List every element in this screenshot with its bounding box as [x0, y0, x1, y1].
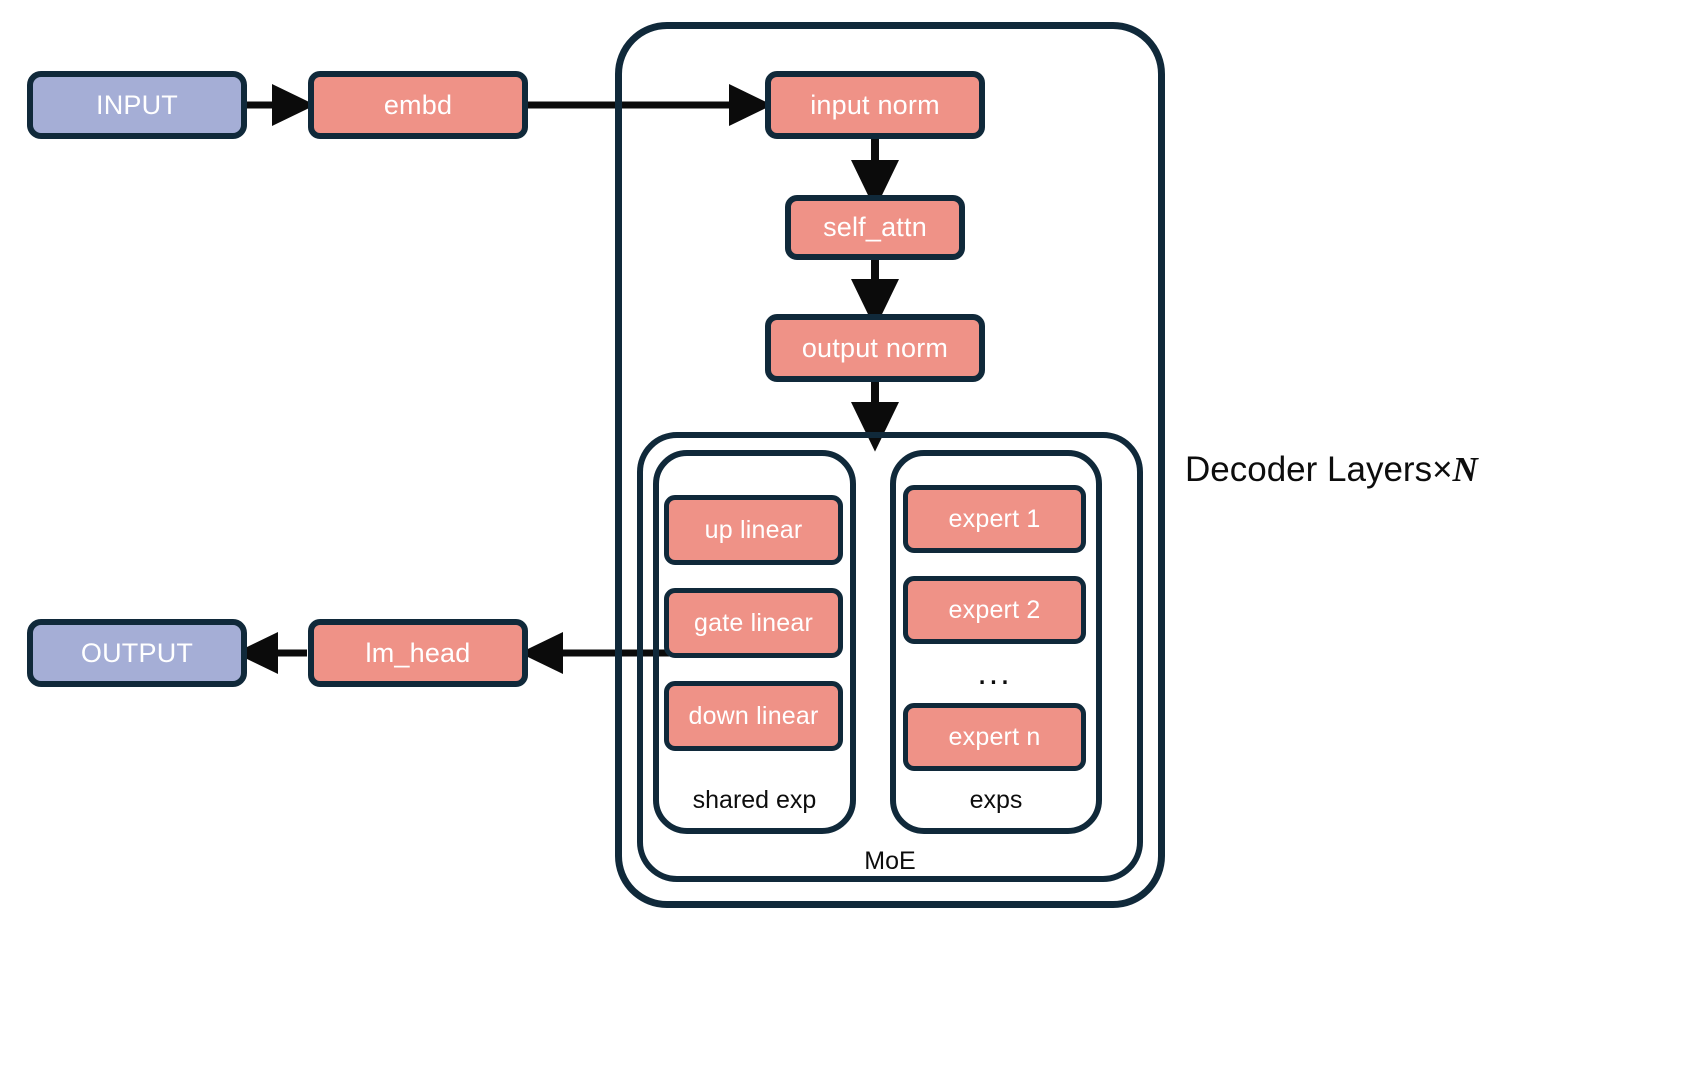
shared-exp-label: shared exp [692, 786, 817, 814]
moe-container [637, 432, 1143, 882]
node-expert-2[interactable]: expert 2 [903, 576, 1086, 644]
exps-label: exps [969, 786, 1023, 814]
node-output[interactable]: OUTPUT [27, 619, 247, 687]
decoder-layers-label: Decoder Layers×N [1185, 452, 1478, 487]
decoder-layers-container [615, 22, 1165, 908]
experts-ellipsis: ... [977, 654, 1012, 692]
node-output-norm[interactable]: output norm [765, 314, 985, 382]
node-input-norm[interactable]: input norm [765, 71, 985, 139]
node-expert-n[interactable]: expert n [903, 703, 1086, 771]
node-expert-1[interactable]: expert 1 [903, 485, 1086, 553]
node-input[interactable]: INPUT [27, 71, 247, 139]
exps-container [890, 450, 1102, 834]
node-lm-head[interactable]: lm_head [308, 619, 528, 687]
moe-label: MoE [864, 847, 916, 875]
decoder-layers-label-text: Decoder Layers× [1185, 450, 1453, 489]
decoder-layers-count-var: N [1452, 450, 1478, 489]
node-embd[interactable]: embd [308, 71, 528, 139]
node-gate-linear[interactable]: gate linear [664, 588, 843, 658]
node-down-linear[interactable]: down linear [664, 681, 843, 751]
node-up-linear[interactable]: up linear [664, 495, 843, 565]
shared-exp-container [653, 450, 856, 834]
node-self-attn[interactable]: self_attn [785, 195, 965, 260]
